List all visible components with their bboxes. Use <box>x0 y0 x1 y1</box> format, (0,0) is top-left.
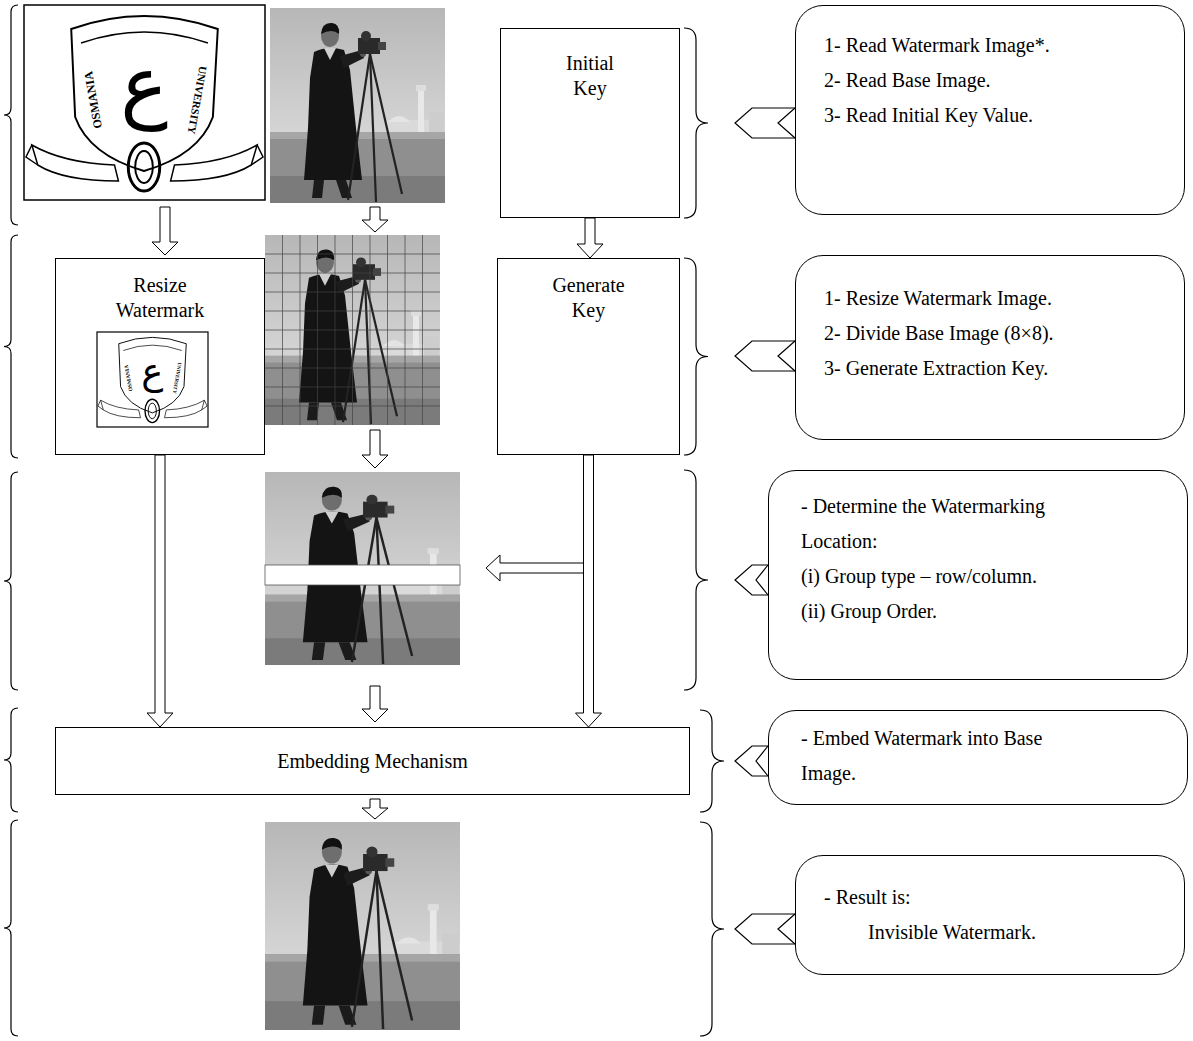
step-note: - Embed Watermark into Base Image. <box>768 710 1188 805</box>
note-line: 3- Read Initial Key Value. <box>824 98 1164 133</box>
note-line: Invisible Watermark. <box>824 915 1164 950</box>
right-brace <box>684 28 724 1036</box>
location-photo <box>265 565 460 585</box>
watermark-logo <box>26 16 263 191</box>
result-photo <box>265 822 460 1030</box>
divided-photo <box>265 235 440 425</box>
right-brace <box>700 822 724 1036</box>
pointer-notch <box>735 108 795 944</box>
flow-arrow <box>362 207 388 232</box>
box-title: Resize Watermark <box>105 273 215 323</box>
note-line: (i) Group type – row/column. <box>801 559 1101 594</box>
pointer-notch <box>735 341 795 371</box>
watermark-logo <box>24 5 265 200</box>
pointer-notch <box>735 914 795 944</box>
watermark-logo-small <box>97 332 208 427</box>
left-brace <box>4 820 18 1036</box>
box-title: Initial Key <box>554 51 626 101</box>
process-box: Initial Key <box>500 28 680 218</box>
watermark-logo-small <box>98 337 207 422</box>
note-line: 2- Read Base Image. <box>824 63 1164 98</box>
note-line: - Result is: <box>824 880 1164 915</box>
logo-letter: ع <box>120 45 168 125</box>
pointer-notch <box>778 914 795 944</box>
watermark-logo <box>24 5 265 200</box>
process-bar: Embedding Mechanism <box>55 727 690 795</box>
flow-arrow <box>576 455 602 727</box>
note-line: 2- Divide Base Image (8×8). <box>824 316 1164 351</box>
pointer-notch <box>735 108 795 138</box>
left-brace <box>4 235 18 458</box>
step-note: 1- Read Watermark Image*.2- Read Base Im… <box>795 5 1185 215</box>
left-brace <box>4 472 18 690</box>
flow-arrow <box>486 555 584 581</box>
note-line: - Determine the Watermarking Location: <box>801 489 1101 559</box>
divided-photo <box>265 235 440 425</box>
note-line: 1- Resize Watermark Image. <box>824 281 1164 316</box>
pointer-notch <box>756 746 768 776</box>
box-title: Embedding Mechanism <box>73 749 673 774</box>
left-brace <box>4 5 18 225</box>
right-brace <box>684 258 708 455</box>
pointer-notch <box>735 746 768 776</box>
left-brace <box>4 708 18 812</box>
pointer-notch <box>756 565 768 595</box>
pointer-notch <box>778 341 795 371</box>
pointer-notch <box>778 108 795 138</box>
flow-arrow <box>362 430 388 468</box>
step-note: - Determine the Watermarking Location:(i… <box>768 470 1188 680</box>
flow-arrow <box>362 799 388 819</box>
location-photo <box>265 472 460 665</box>
note-line: (ii) Group Order. <box>801 594 1101 629</box>
left-brace <box>4 5 18 1036</box>
flow-arrow <box>152 207 178 255</box>
box-title: Generate Key <box>544 273 634 323</box>
right-brace <box>700 710 724 812</box>
base-photo <box>270 8 445 203</box>
step-note: - Result is:Invisible Watermark. <box>795 855 1185 975</box>
note-line: - Embed Watermark into Base Image. <box>801 721 1086 791</box>
note-line: 3- Generate Extraction Key. <box>824 351 1164 386</box>
divided-photo <box>265 235 440 425</box>
step-note: 1- Resize Watermark Image.2- Divide Base… <box>795 255 1185 440</box>
flow-arrow <box>577 218 603 258</box>
logo-letter: ع <box>141 353 163 390</box>
result-photo <box>265 822 460 1030</box>
pointer-notch <box>735 565 768 595</box>
watermark-logo-small <box>97 332 208 427</box>
base-photo <box>270 8 445 203</box>
right-brace <box>684 28 708 218</box>
note-line: 1- Read Watermark Image*. <box>824 28 1164 63</box>
right-brace <box>684 470 708 690</box>
flow-arrow <box>362 686 388 722</box>
process-box: Generate Key <box>497 258 680 455</box>
location-photo <box>265 472 460 665</box>
flow-arrow <box>147 455 173 727</box>
